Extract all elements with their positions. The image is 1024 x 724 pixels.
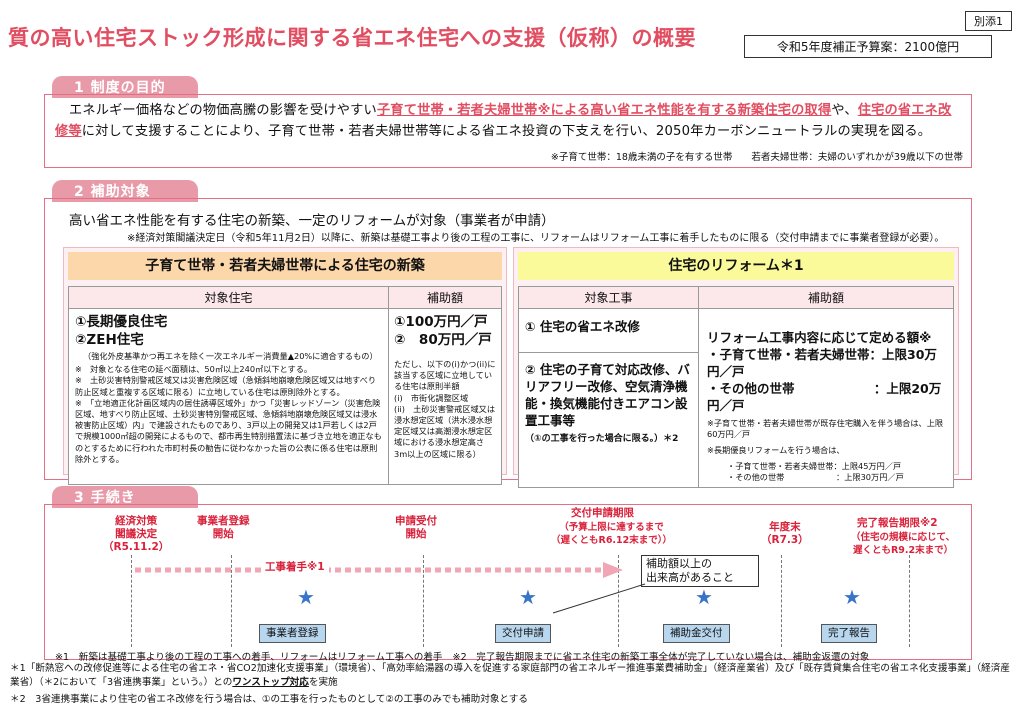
amount-1: ①100万円／戸 [394, 314, 488, 330]
col-subsidy: 補助額 [388, 286, 502, 309]
callout-box: 補助額以上の 出来高があること [641, 555, 759, 587]
footnote-1: ＊1「断熱窓への改修促進等による住宅の省エネ・省CO2加速化支援事業」（環境省）… [10, 662, 1014, 689]
col-reform-subsidy: 補助額 [698, 286, 954, 309]
purpose-text-1: エネルギー価格などの物価高騰の影響を受けやすい [69, 103, 377, 118]
col-target-work: 対象工事 [518, 286, 699, 309]
amount-note: ただし、以下の(i)かつ(ii)に該当する区域に立地している住宅は原則半額 [394, 359, 496, 392]
new-construction-table: 対象住宅補助額 ①長期優良住宅 ②ZEH住宅 （強化外皮基準かつ再エネを除く一次… [68, 286, 502, 485]
page-title: 質の高い住宅ストック形成に関する省エネ住宅への支援（仮称）の概要 [8, 26, 696, 50]
footnote-1-highlight: ワンストップ対応 [232, 676, 309, 688]
reform-amount-1: ・子育て世帯・若者夫婦世帯：上限30万円／戸 [707, 347, 937, 379]
step-application: 交付申請 [495, 624, 551, 643]
new-note-3: ※ 「立地適正化計画区域内の居住誘導区域外」かつ「災害レッドゾーン（災害危険区域… [75, 397, 382, 464]
step-grant: 補助金交付 [663, 624, 730, 643]
footnote-2: ＊2 3省連携事業により住宅の省エネ改修を行う場合は、①の工事を行ったものとして… [10, 694, 528, 705]
reform-note-4: ・その他の世帯 ：上限30万円／戸 [727, 471, 904, 482]
procedure-note-1: ※1 新築は基礎工事より後の工程の工事への着手、リフォームはリフォーム工事への着… [55, 652, 443, 663]
reform-title: 住宅のリフォーム＊1 [518, 252, 954, 280]
annex-label: 別添1 [965, 11, 1012, 31]
procedure-note-2: ※2 完了報告期限までに省エネ住宅の新築工事全体が完了していない場合は、補助金返… [452, 652, 870, 663]
purpose-text: エネルギー価格などの物価高騰の影響を受けやすい子育て世帯・若者夫婦世帯※による高… [55, 100, 961, 142]
zeh-note: （強化外皮基準かつ再エネを除く一次エネルギー消費量▲20%に適合するもの） [83, 351, 378, 361]
star-icon: ★ [843, 585, 861, 609]
footnote-1-end: を実施 [308, 676, 338, 688]
purpose-highlight-2: 住宅の省エネ改修等 [55, 103, 952, 139]
reform-note-3: ・子育て世帯・若者夫婦世帯：上限45万円／戸 [727, 460, 902, 471]
purpose-highlight-1: 子育て世帯・若者夫婦世帯※による高い省エネ性能を有する新築住宅の取得 [376, 103, 832, 118]
purpose-text-2: や、 [831, 103, 858, 118]
event-report-deadline-note: （住宅の規模に応じて、 遅くともR9.2末まで） [851, 532, 956, 556]
event-application-start: 申請受付 開始 [395, 515, 437, 540]
step-registration: 事業者登録 [259, 624, 326, 643]
col-target-housing: 対象住宅 [68, 286, 389, 309]
purpose-note: ※子育て世帯：18歳未満の子を有する世帯 若者夫婦世帯：夫婦のいずれかが39歳以… [550, 152, 963, 163]
star-icon: ★ [297, 585, 315, 609]
event-report-deadline: 完了報告期限※2 [857, 517, 938, 529]
reform-note-2: ※長期優良リフォームを行う場合は、 [707, 445, 845, 456]
work-1: ① 住宅の省エネ改修 [519, 309, 698, 353]
amount-note-ii: (ii) 土砂災害警戒区域又は浸水想定区域（洪水浸水想定区域又は高潮浸水想定区域… [394, 403, 496, 459]
timeline-line-1 [131, 555, 132, 647]
section3-heading: 3 手続き [52, 486, 198, 508]
event-application-deadline: 交付申請期限 [571, 507, 634, 519]
callout-pointer [552, 583, 646, 614]
event-fiscal-year-end: 年度末 （R7.3） [761, 521, 809, 546]
event-application-deadline-note: （予算上限に達するまで （遅くともR6.12末まで）） [551, 522, 673, 546]
timeline-line-4 [618, 555, 619, 647]
construction-arrow [135, 562, 623, 578]
reform-panel: 住宅のリフォーム＊1 対象工事補助額 ① 住宅の省エネ改修 ② 住宅の子育て対応… [513, 247, 959, 489]
section1-box: エネルギー価格などの物価高騰の影響を受けやすい子育て世帯・若者夫婦世帯※による高… [44, 94, 972, 168]
reform-amount-2: ・その他の世帯 ：上限20万円／戸 [707, 381, 942, 413]
new-note-1: ※ 対象となる住宅の延べ面積は、50㎡以上240㎡以下とする。 [75, 364, 313, 375]
section1-heading: 1 制度の目的 [52, 76, 198, 98]
section3-box: 経済対策 閣議決定 （R5.11.2） 事業者登録 開始 申請受付 開始 交付申… [44, 504, 972, 663]
amount-note-i: (i) 市街化調整区域 [394, 392, 469, 403]
budget-label: 令和5年度補正予算案：2100億円 [744, 35, 992, 58]
new-note-2: ※ 土砂災害特別警戒区域又は災害危険区域（急傾斜地崩壊危険区域又は地すべり防止区… [75, 375, 377, 397]
section2-box: 高い省エネ性能を有する住宅の新築、一定のリフォームが対象（事業者が申請） ※経済… [44, 198, 972, 489]
procedure-notes: ※1 新築は基礎工事より後の工程の工事への着手、リフォームはリフォーム工事への着… [55, 649, 869, 663]
step-completion-report: 完了報告 [821, 624, 877, 643]
star-icon: ★ [695, 585, 713, 609]
construction-start-label: 工事着手※1 [261, 561, 329, 574]
event-registration-start: 事業者登録 開始 [197, 515, 250, 540]
timeline-line-5 [781, 555, 782, 647]
work-2-note: （①の工事を行った場合に限る。）＊2 [525, 434, 679, 444]
section2-heading: 2 補助対象 [52, 180, 198, 202]
star-icon: ★ [519, 585, 537, 609]
reform-amount-title: リフォーム工事内容に応じて定める額※ [707, 330, 932, 345]
subsidy-note: ※経済対策閣議決定日（令和5年11月2日）以降に、新築は基礎工事より後の工程の工… [127, 233, 945, 244]
work-2: ② 住宅の子育て対応改修、バリアフリー改修、空気清浄機能・換気機能付きエアコン設… [525, 362, 690, 428]
reform-note-1: ※子育て世帯・若者夫婦世帯が既存住宅購入を伴う場合は、上限60万円／戸 [707, 418, 944, 440]
new-construction-panel: 子育て世帯・若者夫婦世帯による住宅の新築 対象住宅補助額 ①長期優良住宅 ②ZE… [63, 247, 507, 485]
reform-table: 対象工事補助額 ① 住宅の省エネ改修 ② 住宅の子育て対応改修、バリアフリー改修… [518, 286, 954, 489]
footnote-1-text: ＊1「断熱窓への改修促進等による住宅の省エネ・省CO2加速化支援事業」（環境省）… [10, 663, 1010, 688]
timeline-line-3 [423, 555, 424, 647]
timeline-line-2 [231, 555, 232, 647]
purpose-text-3: に対して支援することにより、子育て世帯・若者夫婦世帯等による省エネ投資の下支えを… [81, 124, 932, 139]
timeline-line-6 [909, 555, 910, 647]
footnotes: ＊1「断熱窓への改修促進等による住宅の省エネ・省CO2加速化支援事業」（環境省）… [10, 662, 1014, 707]
amount-2: ② 80万円／戸 [394, 332, 492, 348]
event-cabinet-decision: 経済対策 閣議決定 （R5.11.2） [103, 515, 170, 553]
item-long-term: ①長期優良住宅 [75, 314, 168, 330]
new-construction-title: 子育て世帯・若者夫婦世帯による住宅の新築 [68, 252, 502, 280]
item-zeh: ②ZEH住宅 [75, 332, 144, 348]
subsidy-lead: 高い省エネ性能を有する住宅の新築、一定のリフォームが対象（事業者が申請） [69, 213, 555, 229]
